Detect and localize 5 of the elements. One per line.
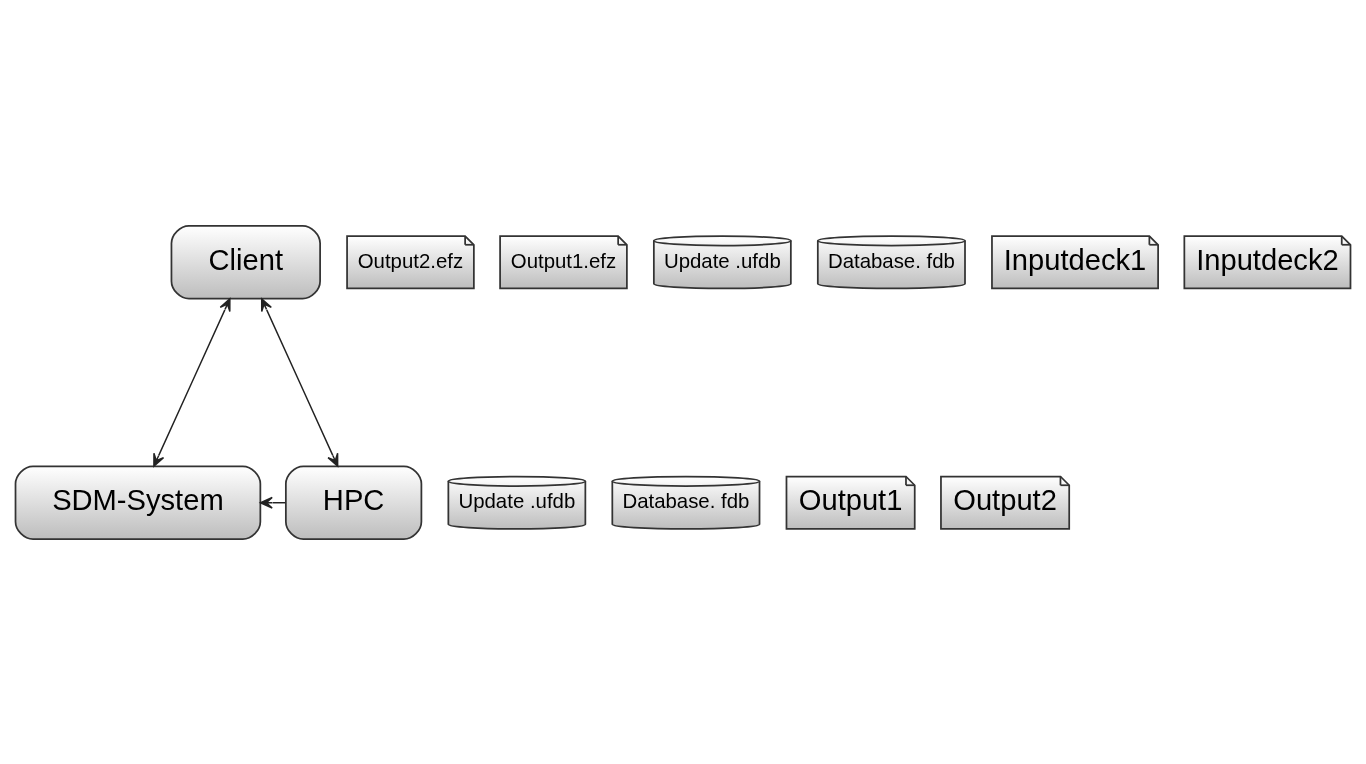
arrow bbox=[153, 297, 231, 467]
node-box: SDM-System bbox=[14, 464, 262, 540]
node-box: Client bbox=[170, 224, 321, 300]
node-box: HPC bbox=[285, 464, 423, 540]
arrow bbox=[260, 297, 339, 467]
